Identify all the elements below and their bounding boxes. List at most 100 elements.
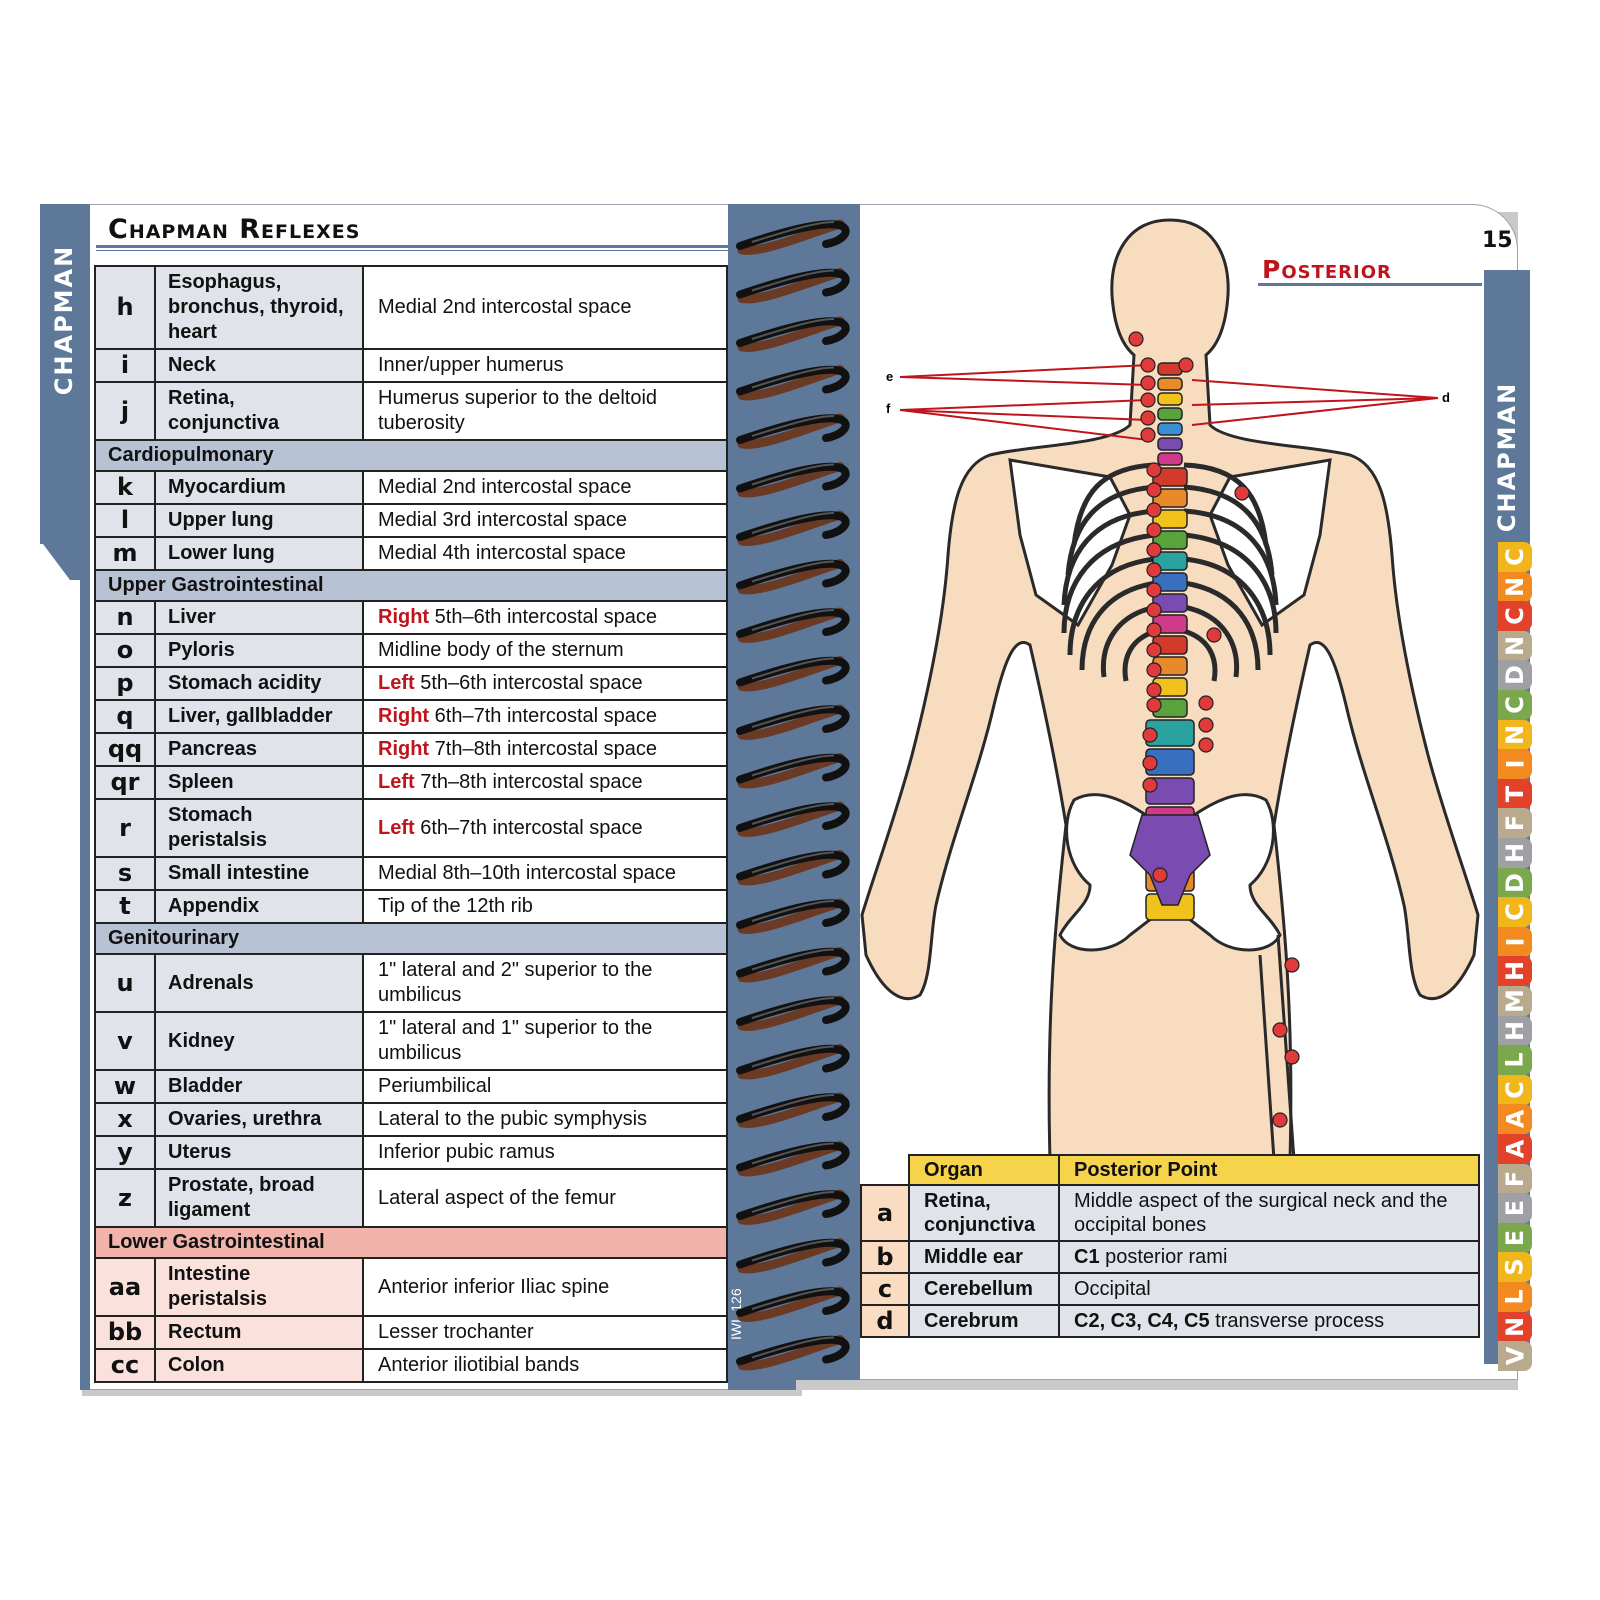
- organ-name: Small intestine: [154, 856, 364, 891]
- spine-vertebrae: [1129, 362, 1211, 921]
- index-tab[interactable]: T: [1498, 778, 1532, 809]
- index-tab[interactable]: M: [1498, 986, 1532, 1016]
- index-tab-letter: N: [1501, 635, 1529, 656]
- reflex-point-marker: [1284, 957, 1300, 973]
- reflex-point: Lateral to the pubic symphysis: [362, 1102, 728, 1137]
- index-tab-letter: N: [1501, 1316, 1529, 1337]
- organ-name: Stomach peristalsis: [154, 798, 364, 858]
- reflex-code: j: [94, 381, 156, 441]
- point-text: 6th–7th intercostal space: [434, 705, 658, 727]
- index-tab[interactable]: F: [1498, 808, 1532, 839]
- index-tab-letter: C: [1501, 548, 1529, 566]
- reflex-code: l: [94, 503, 156, 538]
- index-tab[interactable]: H: [1498, 956, 1532, 987]
- organ-name: Lower lung: [154, 536, 364, 571]
- reflex-code: k: [94, 470, 156, 505]
- vertebra: [1157, 437, 1183, 451]
- point-text: Middle aspect of the surgical neck and t…: [1074, 1190, 1448, 1236]
- organ-name: Appendix: [154, 889, 364, 924]
- side-indicator: Left: [378, 771, 421, 793]
- index-tab-letter: F: [1501, 815, 1529, 832]
- reflex-code: t: [94, 889, 156, 924]
- index-tab[interactable]: E: [1498, 1222, 1532, 1253]
- index-tab[interactable]: A: [1498, 1104, 1532, 1135]
- index-tab[interactable]: L: [1498, 1045, 1532, 1076]
- point-code: a: [860, 1184, 910, 1242]
- index-tab-letter: A: [1500, 1139, 1529, 1159]
- reflex-point: 1" lateral and 2" superior to the umbili…: [362, 953, 728, 1013]
- right-tab-chapman[interactable]: Chapman: [1493, 381, 1521, 533]
- organ-name: Liver, gallbladder: [154, 699, 364, 734]
- point-text: Midline body of the sternum: [378, 639, 624, 661]
- index-tab-letter: C: [1501, 607, 1529, 625]
- left-section-tab[interactable]: [40, 204, 90, 544]
- figure-title-rule: [1258, 283, 1482, 286]
- index-tab[interactable]: D: [1498, 660, 1532, 691]
- vertebra: [1152, 509, 1188, 529]
- index-tab[interactable]: N: [1498, 1311, 1532, 1342]
- point-text: 5th–6th intercostal space: [420, 672, 643, 694]
- index-tab[interactable]: N: [1498, 719, 1532, 750]
- index-tab[interactable]: E: [1498, 1193, 1532, 1224]
- vertebra-ref: C1: [1074, 1246, 1106, 1268]
- index-tab[interactable]: I: [1498, 749, 1532, 780]
- organ-name: Liver: [154, 600, 364, 635]
- index-tab[interactable]: C: [1498, 1074, 1532, 1105]
- sacrum: [1129, 814, 1211, 906]
- posterior-point: C1 posterior rami: [1058, 1240, 1480, 1274]
- index-tab[interactable]: N: [1498, 571, 1532, 602]
- page-number: 15: [1482, 228, 1513, 253]
- posterior-point: C2, C3, C4, C5 transverse process: [1058, 1304, 1480, 1338]
- index-tab-letter: L: [1500, 1289, 1529, 1305]
- index-tab[interactable]: A: [1498, 1134, 1532, 1164]
- index-tab-letter: A: [1500, 1110, 1529, 1129]
- reflex-point-marker: [1142, 727, 1158, 743]
- index-tab[interactable]: F: [1498, 1163, 1532, 1194]
- section-header: Cardiopulmonary: [94, 439, 728, 472]
- index-tab[interactable]: C: [1498, 690, 1532, 720]
- organ-name: Pancreas: [154, 732, 364, 767]
- index-tab[interactable]: S: [1498, 1252, 1532, 1283]
- index-tab[interactable]: L: [1498, 1282, 1532, 1312]
- vertebra: [1157, 422, 1183, 436]
- organ-name: Spleen: [154, 765, 364, 800]
- index-tab[interactable]: D: [1498, 867, 1532, 898]
- index-tab[interactable]: N: [1498, 630, 1532, 661]
- header-spacer: [861, 1155, 910, 1186]
- index-tab-letter: C: [1501, 696, 1529, 714]
- organ-name: Prostate, broad ligament: [154, 1168, 364, 1228]
- reflex-code: q: [94, 699, 156, 734]
- index-tab[interactable]: C: [1498, 542, 1532, 572]
- reflex-point-marker: [1198, 717, 1214, 733]
- reflex-point-marker: [1146, 682, 1162, 698]
- index-tab[interactable]: C: [1498, 897, 1532, 928]
- organ-name: Neck: [154, 348, 364, 383]
- spiral-coil: [736, 510, 850, 546]
- figure-title: Posterior: [1262, 255, 1392, 284]
- point-text: 5th–6th intercostal space: [434, 606, 658, 628]
- organ-name: Pyloris: [154, 633, 364, 668]
- reflex-point: 1" lateral and 1" superior to the umbili…: [362, 1011, 728, 1071]
- organ-name: Cerebellum: [908, 1272, 1060, 1306]
- reflex-point-marker: [1140, 410, 1156, 426]
- point-text: Medial 2nd intercostal space: [378, 296, 632, 318]
- index-tab[interactable]: V: [1498, 1341, 1532, 1372]
- index-tab[interactable]: H: [1498, 1015, 1532, 1046]
- index-tab[interactable]: H: [1498, 838, 1532, 868]
- point-text: Medial 8th–10th intercostal space: [378, 862, 676, 884]
- reflex-code: bb: [94, 1315, 156, 1350]
- index-tab[interactable]: C: [1498, 601, 1532, 632]
- index-tab[interactable]: I: [1498, 926, 1532, 957]
- reflex-code: v: [94, 1011, 156, 1071]
- reflex-point: Right 5th–6th intercostal space: [362, 600, 728, 635]
